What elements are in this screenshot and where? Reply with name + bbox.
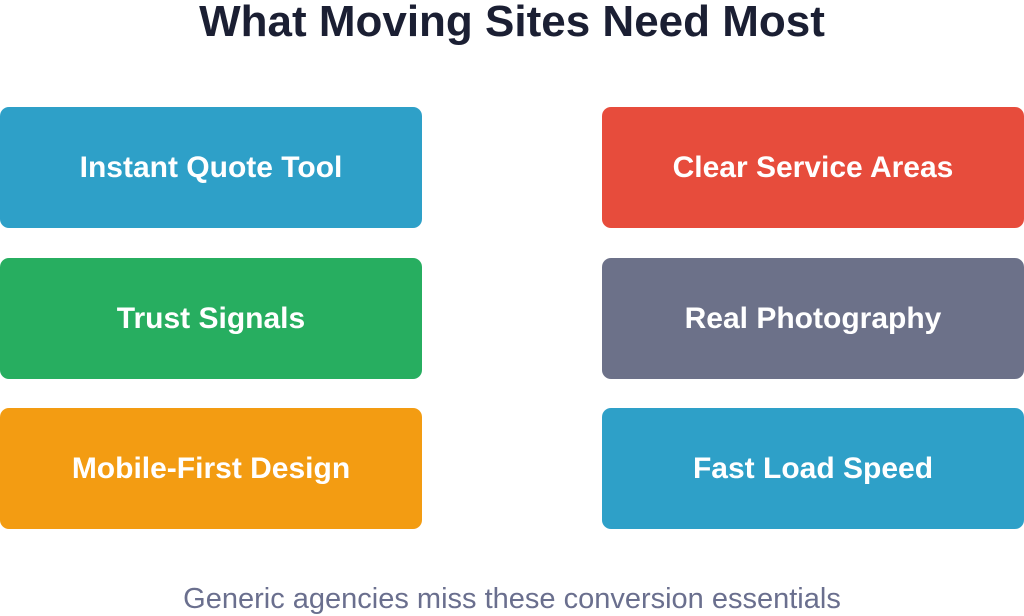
card-clear-service-areas: Clear Service Areas bbox=[602, 107, 1024, 228]
card-mobile-first-design: Mobile-First Design bbox=[0, 408, 422, 529]
card-label: Mobile-First Design bbox=[71, 451, 351, 485]
footer-caption: Generic agencies miss these conversion e… bbox=[183, 583, 841, 615]
card-label: Fast Load Speed bbox=[692, 451, 934, 485]
card-fast-load-speed: Fast Load Speed bbox=[602, 408, 1024, 529]
card-trust-signals: Trust Signals bbox=[0, 258, 422, 379]
card-real-photography: Real Photography bbox=[602, 258, 1024, 379]
diagram-title: What Moving Sites Need Most bbox=[199, 0, 825, 46]
card-label: Clear Service Areas bbox=[672, 150, 954, 184]
card-label: Real Photography bbox=[684, 301, 942, 335]
card-label: Trust Signals bbox=[116, 301, 306, 335]
card-instant-quote-tool: Instant Quote Tool bbox=[0, 107, 422, 228]
card-label: Instant Quote Tool bbox=[79, 150, 343, 184]
